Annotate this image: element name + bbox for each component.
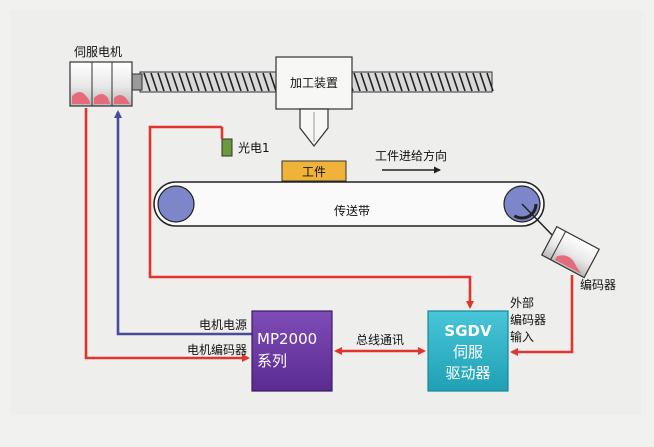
machining-unit (275, 56, 353, 147)
conveyor-roller-left (157, 185, 195, 223)
photo-sensor-label: 光电1 (238, 141, 270, 155)
drive-label-1: SGDV (444, 322, 492, 340)
servo-motor (69, 61, 133, 107)
sgdv-servo-drive (427, 310, 509, 392)
machining-unit-label: 加工装置 (290, 76, 338, 90)
encoder-shaft (521, 203, 556, 239)
motor-encoder-line (84, 108, 250, 362)
workpiece-label: 工件 (302, 165, 326, 179)
motor-power-label: 电机电源 (199, 318, 247, 332)
motor-power-line (114, 110, 252, 336)
conveyor-roller-right-arc (506, 188, 538, 220)
controller-label-1: MP2000 (257, 330, 317, 348)
external-encoder-label-1: 外部 (510, 295, 534, 310)
encoder (540, 225, 600, 279)
mp2000-controller (251, 310, 333, 392)
drive-label-3: 驱动器 (445, 364, 490, 382)
external-encoder-line (510, 275, 574, 356)
workpiece (281, 160, 347, 182)
encoder-label: 编码器 (580, 277, 616, 292)
motor-encoder-label: 电机编码器 (187, 342, 247, 357)
external-encoder-label-2: 编码器 (510, 312, 546, 327)
controller-label-2: 系列 (257, 352, 287, 370)
bus-comm-label: 总线通讯 (356, 333, 404, 347)
drive-label-2: 伺服 (453, 343, 483, 361)
external-encoder-label-3: 输入 (510, 329, 534, 344)
feed-direction-label: 工件进给方向 (375, 148, 447, 163)
conveyor-label: 传送带 (334, 203, 370, 218)
photo-sensor-line (148, 125, 474, 309)
photo-sensor (221, 138, 233, 157)
conveyor-belt (153, 181, 545, 227)
servo-motor-label: 伺服电机 (74, 45, 122, 59)
